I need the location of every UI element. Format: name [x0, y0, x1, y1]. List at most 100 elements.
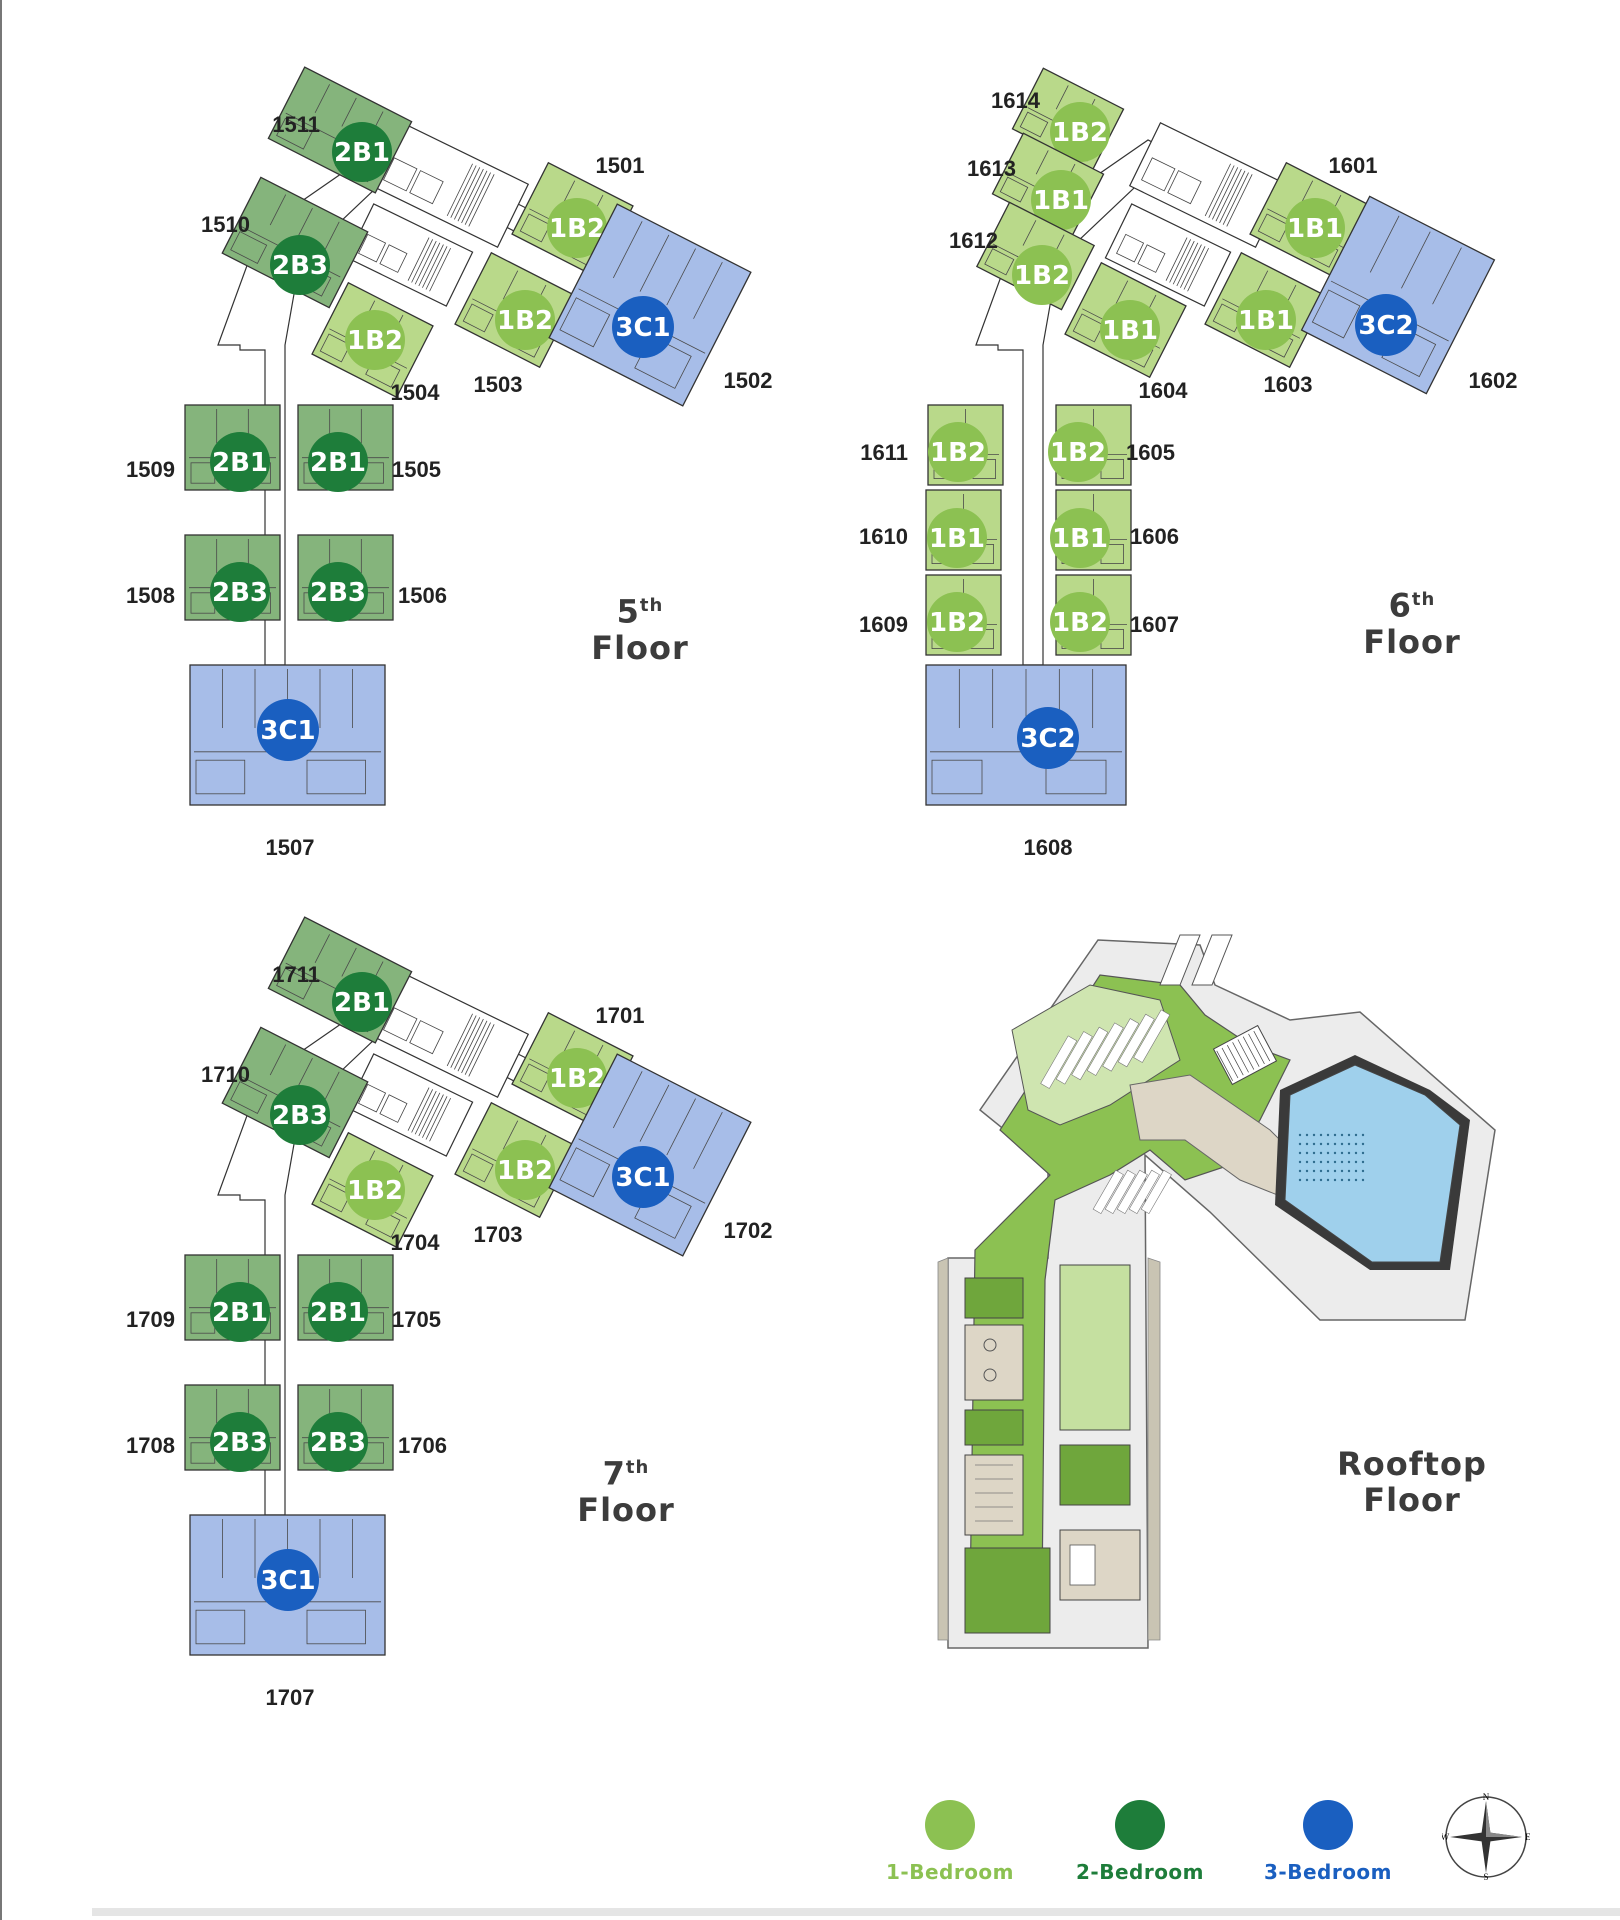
wall-line	[323, 221, 340, 253]
planter	[964, 1409, 1024, 1446]
unit-type-badge	[210, 1282, 270, 1342]
stair-line	[418, 242, 441, 287]
stair-line	[407, 237, 430, 281]
stair-line	[454, 1017, 481, 1070]
pool-dot	[1305, 1142, 1309, 1146]
unit-number: 1711	[272, 962, 320, 987]
stair-line	[1165, 237, 1188, 281]
stair-line	[454, 167, 481, 220]
pool-dot	[1319, 1178, 1323, 1182]
floor-suffix: th	[639, 595, 664, 616]
unit-number: 1705	[392, 1307, 441, 1332]
unit-type-label: 2B1	[310, 448, 366, 478]
unit-number: 1509	[126, 457, 175, 482]
stair-line	[425, 1096, 448, 1140]
pool-dot	[1340, 1133, 1344, 1137]
room-line	[195, 1609, 246, 1645]
unit-number: 1502	[724, 368, 773, 393]
lift-box	[379, 244, 408, 273]
pool-dot	[1354, 1142, 1358, 1146]
unit-type-badge	[345, 310, 405, 370]
bbq-deck	[964, 1324, 1024, 1401]
floor-title-5th: 5th Floor	[560, 588, 720, 666]
planter	[964, 1277, 1024, 1319]
stair-line	[1176, 242, 1199, 287]
unit-number: 1608	[1024, 835, 1073, 860]
room-line	[1257, 213, 1289, 243]
stair-line	[446, 163, 473, 217]
pool-dot	[1361, 1169, 1365, 1173]
sun-lounger	[1071, 1026, 1109, 1081]
legend-swatch	[1303, 1800, 1353, 1850]
stair-line	[461, 170, 488, 224]
table	[983, 1368, 997, 1382]
room-line	[319, 1183, 351, 1213]
lift-box	[382, 1007, 418, 1042]
unit-number: 1607	[1130, 612, 1179, 637]
unit-type-badge	[495, 290, 555, 350]
stair-line	[425, 246, 448, 290]
access-strip	[1159, 934, 1201, 986]
wall-line	[612, 1071, 643, 1129]
wall-line	[323, 1071, 340, 1103]
pool-dot	[1319, 1142, 1323, 1146]
pool-dot	[1326, 1178, 1330, 1182]
unit-type-badge	[332, 972, 392, 1032]
lawn	[964, 1547, 1051, 1634]
sun-lounger	[1117, 1013, 1155, 1068]
unit-number: 1601	[1329, 153, 1378, 178]
unit-type-badge	[308, 1282, 368, 1342]
pool-dot	[1312, 1151, 1316, 1155]
pool-dot	[1361, 1133, 1365, 1137]
stair-line	[1253, 1030, 1271, 1062]
room-line	[984, 248, 1015, 276]
unit-number: 1605	[1126, 440, 1175, 465]
unit-type-label: 2B1	[212, 448, 268, 478]
unit-type-label: 2B1	[310, 1298, 366, 1328]
unit-number: 1503	[474, 372, 523, 397]
unit-type-label: 1B1	[1102, 316, 1158, 346]
pool-dot	[1312, 1169, 1316, 1173]
pool-dot	[1340, 1151, 1344, 1155]
unit-type-label: 2B3	[272, 1101, 328, 1131]
pool	[1284, 1064, 1461, 1263]
floor-plan-5th: 2B115112B315101B215041B215011B215033C115…	[126, 66, 773, 860]
wall-line	[296, 1058, 313, 1089]
unit-number: 1614	[991, 88, 1041, 113]
room-line	[931, 759, 983, 795]
stair-line	[464, 172, 491, 225]
sun-lounger	[1104, 1169, 1136, 1215]
stair-core	[346, 203, 474, 307]
unit-number: 1613	[967, 156, 1016, 181]
unit-type-badge	[1236, 290, 1296, 350]
unit-number: 1612	[949, 228, 998, 253]
planter	[1059, 1444, 1131, 1506]
pool-dot	[1298, 1160, 1302, 1164]
unit-type-label: 1B2	[1050, 438, 1106, 468]
lift-box	[358, 1083, 387, 1113]
floor-plan-7th: 2B117112B317101B217041B217011B217033C117…	[126, 916, 772, 1710]
pool-dot	[1361, 1151, 1365, 1155]
legend-label: 1-Bedroom	[885, 1860, 1015, 1884]
sun-lounger	[1116, 1169, 1148, 1215]
room-line	[195, 759, 246, 795]
pool-dot	[1312, 1142, 1316, 1146]
pool-dot	[1354, 1151, 1358, 1155]
pool-dot	[1305, 1151, 1309, 1155]
unit-1602	[1300, 195, 1496, 395]
wall-line	[666, 1098, 696, 1156]
unit-type-label: 2B3	[310, 1428, 366, 1458]
unit-type-badge	[1012, 245, 1072, 305]
unit-type-badge	[928, 422, 988, 482]
pool-dot	[1347, 1133, 1351, 1137]
unit-type-label: 1B2	[347, 326, 403, 356]
stair-line	[450, 1015, 477, 1068]
unit-type-badge	[547, 1048, 607, 1108]
stair-line	[411, 1089, 434, 1133]
sun-lounger	[1086, 1022, 1124, 1076]
floor-word: Floor	[591, 628, 689, 667]
stair-line	[1183, 246, 1206, 290]
stair-line	[1204, 163, 1231, 217]
stair-line	[1226, 174, 1253, 227]
floor-plan-6th: 1B216141B116131B216121B116041B116011B116…	[859, 67, 1517, 860]
